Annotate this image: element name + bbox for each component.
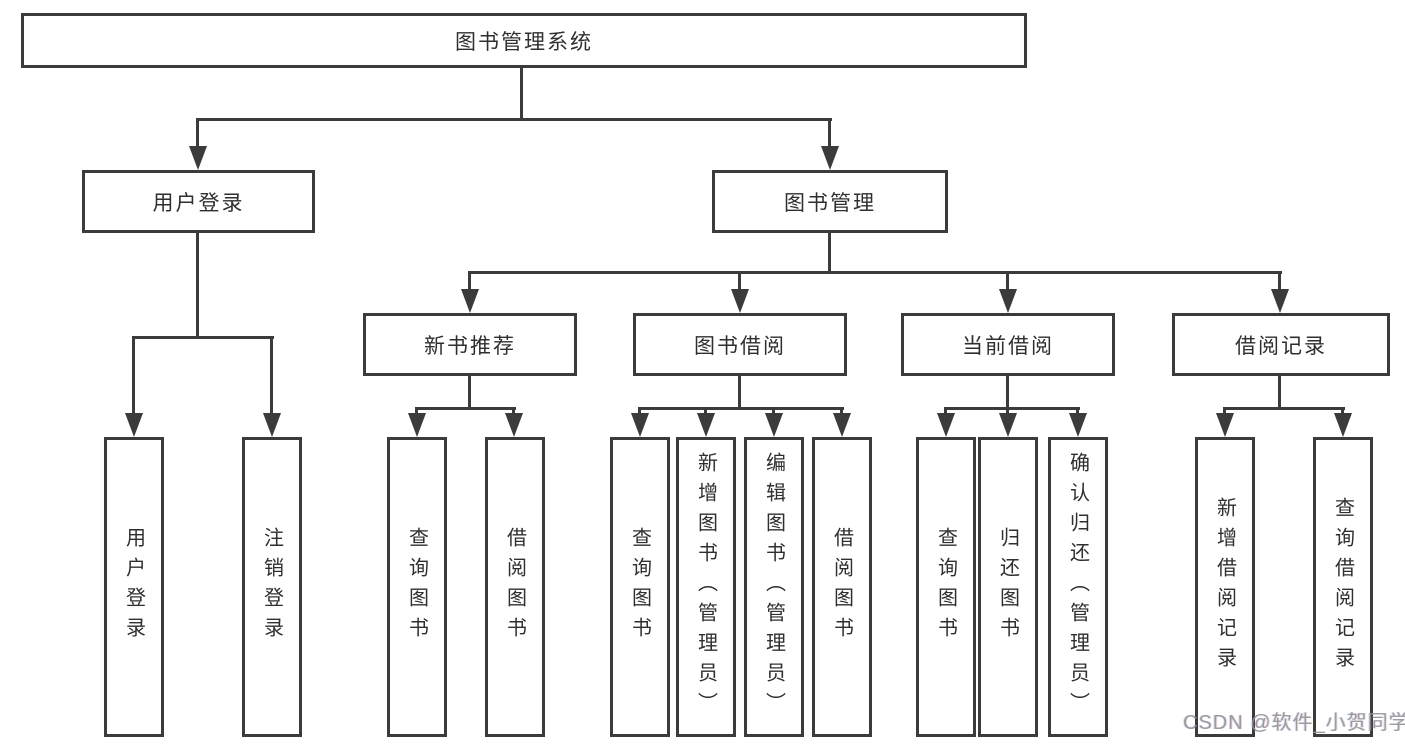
- arrowhead: [937, 413, 955, 437]
- arrowhead: [765, 413, 783, 437]
- leaf-newbook-borrow-books: 借阅图书: [485, 437, 545, 737]
- connector-newbook-hline: [415, 407, 516, 410]
- arrowhead: [999, 289, 1017, 313]
- arrowhead: [1271, 289, 1289, 313]
- node-root: 图书管理系统: [21, 13, 1027, 68]
- connector-current-hline: [944, 407, 1080, 410]
- connector-login-drop-2: [270, 336, 273, 415]
- arrowhead: [731, 289, 749, 313]
- connector-records-drop-1: [1223, 407, 1226, 415]
- connector-mgmt-hline: [468, 271, 1282, 274]
- leaf-current-query-books: 查询图书: [916, 437, 976, 737]
- connector-mgmt-vline: [828, 231, 831, 273]
- connector-newbook-drop-1: [415, 407, 418, 415]
- leaf-current-return-books: 归还图书: [978, 437, 1038, 737]
- leaf-current-confirm-return-admin: 确认归还（管理员）: [1048, 437, 1108, 737]
- leaf-borrow-add-books-admin: 新增图书（管理员）: [676, 437, 736, 737]
- csdn-watermark: CSDN @软件_小贺同学: [1183, 712, 1405, 734]
- connector-root-drop-left: [196, 118, 199, 152]
- arrowhead: [999, 413, 1017, 437]
- connector-root-vline: [520, 66, 523, 120]
- arrowhead: [1216, 413, 1234, 437]
- connector-current-drop-1: [944, 407, 947, 415]
- node-user-login: 用户登录: [82, 170, 315, 233]
- connector-borrow-drop-4: [840, 407, 843, 415]
- connector-borrow-drop-3: [772, 407, 775, 415]
- connector-newbook-drop-2: [512, 407, 515, 415]
- leaf-user-login: 用户登录: [104, 437, 164, 737]
- connector-root-drop-right: [828, 118, 831, 152]
- arrowhead: [833, 413, 851, 437]
- connector-borrow-drop-1: [638, 407, 641, 415]
- arrowhead: [125, 413, 143, 437]
- connector-records-vline: [1278, 374, 1281, 409]
- node-current-borrowing: 当前借阅: [901, 313, 1115, 376]
- leaf-records-add-record: 新增借阅记录: [1195, 437, 1255, 737]
- node-book-borrowing: 图书借阅: [633, 313, 847, 376]
- node-book-management: 图书管理: [712, 170, 948, 233]
- arrowhead: [189, 146, 207, 170]
- node-borrow-records: 借阅记录: [1172, 313, 1390, 376]
- arrowhead: [408, 413, 426, 437]
- connector-mgmt-drop-2: [738, 271, 741, 291]
- connector-login-hline: [132, 336, 274, 339]
- connector-borrow-hline: [638, 407, 844, 410]
- connector-login-drop-1: [132, 336, 135, 415]
- arrowhead: [1069, 413, 1087, 437]
- arrowhead: [461, 289, 479, 313]
- connector-borrow-vline: [738, 374, 741, 409]
- connector-login-vline: [196, 231, 199, 338]
- node-new-book-recommend: 新书推荐: [363, 313, 577, 376]
- connector-newbook-vline: [468, 374, 471, 409]
- arrowhead: [697, 413, 715, 437]
- leaf-newbook-query-books: 查询图书: [387, 437, 447, 737]
- connector-mgmt-drop-4: [1278, 271, 1281, 291]
- leaf-borrow-borrow-books: 借阅图书: [812, 437, 872, 737]
- connector-mgmt-drop-3: [1006, 271, 1009, 291]
- arrowhead: [1334, 413, 1352, 437]
- leaf-records-query-record: 查询借阅记录: [1313, 437, 1373, 737]
- connector-current-drop-2: [1006, 407, 1009, 415]
- connector-mgmt-drop-1: [468, 271, 471, 291]
- connector-borrow-drop-2: [704, 407, 707, 415]
- arrowhead: [631, 413, 649, 437]
- leaf-logout: 注销登录: [242, 437, 302, 737]
- connector-current-drop-3: [1076, 407, 1079, 415]
- connector-records-drop-2: [1341, 407, 1344, 415]
- connector-root-hline: [196, 118, 832, 121]
- arrowhead: [505, 413, 523, 437]
- leaf-borrow-edit-books-admin: 编辑图书（管理员）: [744, 437, 804, 737]
- leaf-borrow-query-books: 查询图书: [610, 437, 670, 737]
- arrowhead: [821, 146, 839, 170]
- connector-records-hline: [1223, 407, 1345, 410]
- connector-current-vline: [1006, 374, 1009, 409]
- arrowhead: [263, 413, 281, 437]
